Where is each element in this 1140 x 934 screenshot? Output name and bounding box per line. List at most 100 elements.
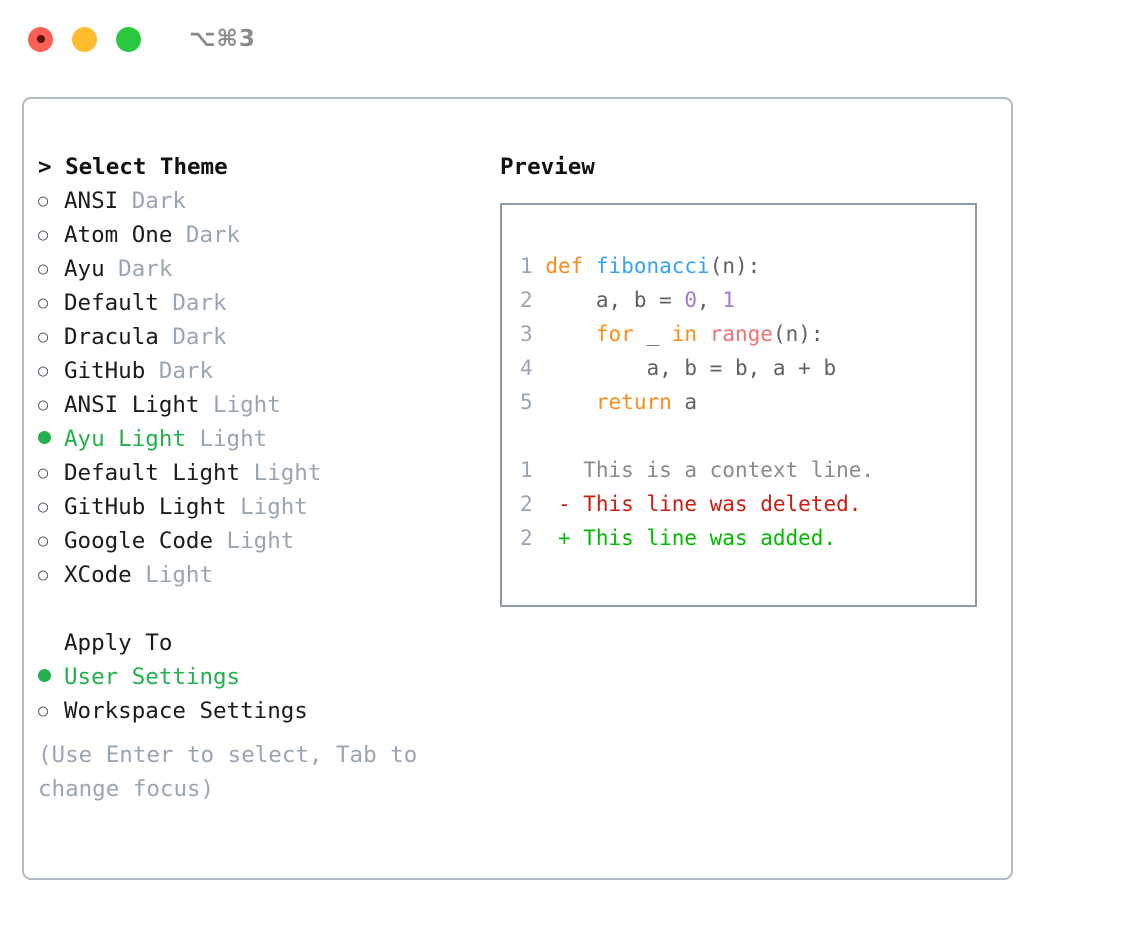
theme-item-kind: Dark — [118, 188, 186, 214]
radio-dot — [38, 669, 51, 682]
theme-selector-panel: > Select Theme ○ANSI Dark○Atom One Dark○… — [22, 97, 1013, 880]
theme-list-item[interactable]: Ayu Light Light — [38, 422, 488, 456]
code-token-plain: (n): — [709, 254, 761, 278]
radio-dot — [38, 431, 51, 444]
code-token-plain — [545, 390, 596, 414]
radio-circle: ○ — [38, 565, 49, 585]
apply-to-item[interactable]: User Settings — [38, 660, 488, 694]
theme-list-item[interactable]: ○Ayu Dark — [38, 252, 488, 286]
radio-circle: ○ — [38, 701, 49, 721]
apply-to-item[interactable]: ○ Workspace Settings — [38, 694, 488, 728]
code-token-plain: (n): — [772, 322, 824, 346]
code-token-plain: a — [671, 390, 698, 414]
theme-list-item[interactable]: ○ Default Light Light — [38, 456, 488, 490]
code-line-number: 2 — [520, 288, 533, 312]
radio-circle: ○ — [38, 225, 49, 245]
theme-item-kind: Light — [131, 562, 214, 588]
radio-empty-icon: ○ — [38, 490, 64, 526]
radio-circle: ○ — [38, 293, 49, 313]
radio-empty-icon: ○ — [38, 456, 64, 492]
theme-item-kind: Light — [199, 392, 281, 418]
radio-empty-icon: ○ — [38, 218, 64, 254]
theme-item-label: Atom One — [64, 222, 173, 248]
theme-list-item[interactable]: ○ GitHub Dark — [38, 354, 488, 388]
diff-line-text: + This line was added. — [532, 526, 837, 550]
radio-empty-icon: ○ — [38, 320, 64, 356]
preview-column: Preview 1 def fibonacci(n):2 a, b = 0, 1… — [500, 150, 1000, 607]
radio-circle: ○ — [38, 463, 49, 483]
theme-list-item[interactable]: ○ANSI Dark — [38, 184, 488, 218]
code-gutter-gap — [533, 288, 546, 312]
theme-item-kind: Light — [240, 460, 322, 486]
code-gutter-gap — [533, 390, 546, 414]
diff-line-text: - This line was deleted. — [532, 492, 862, 516]
theme-list: ○ANSI Dark○Atom One Dark○Ayu Dark○Defaul… — [38, 184, 488, 592]
code-token-plain — [697, 322, 710, 346]
theme-item-kind: Dark — [145, 358, 214, 384]
theme-list-item[interactable]: ○Dracula Dark — [38, 320, 488, 354]
theme-list-item[interactable]: ○ Google Code Light — [38, 524, 488, 558]
preview-title: Preview — [500, 154, 595, 180]
code-line-number: 1 — [520, 254, 533, 278]
radio-circle: ○ — [38, 327, 49, 347]
apply-to-list: User Settings ○ Workspace Settings — [38, 660, 488, 728]
theme-list-column: > Select Theme ○ANSI Dark○Atom One Dark○… — [38, 150, 488, 806]
keyboard-shortcut-label: ⌥⌘3 — [189, 26, 256, 52]
radio-empty-icon: ○ — [38, 558, 64, 594]
radio-empty-icon: ○ — [38, 252, 64, 288]
radio-circle: ○ — [38, 361, 49, 381]
radio-empty-icon: ○ — [38, 694, 64, 730]
theme-list-item[interactable]: ○ Default Dark — [38, 286, 488, 320]
theme-item-label: Ayu — [64, 256, 105, 282]
theme-item-kind: Light — [213, 528, 295, 554]
recording-indicator-dot — [36, 35, 45, 43]
theme-item-label: Dracula — [64, 324, 159, 350]
theme-item-label: XCode — [64, 562, 132, 588]
apply-to-item-label: Workspace Settings — [64, 698, 308, 724]
code-token-plain — [583, 254, 596, 278]
radio-empty-icon: ○ — [38, 524, 64, 560]
radio-selected-icon — [38, 422, 64, 456]
code-diff-separator — [520, 419, 975, 453]
theme-item-label: Google Code — [64, 528, 214, 554]
apply-to-item-label: User Settings — [64, 664, 241, 690]
code-token-kw: return — [595, 390, 672, 414]
minimize-button[interactable] — [72, 26, 97, 52]
theme-list-item[interactable]: ○ XCode Light — [38, 558, 488, 592]
theme-item-label: Default — [64, 290, 159, 316]
radio-empty-icon: ○ — [38, 286, 64, 322]
diff-line-number: 2 — [520, 492, 533, 516]
theme-list-item[interactable]: ○ Atom One Dark — [38, 218, 488, 252]
code-line: 4 a, b = b, a + b — [520, 351, 975, 385]
radio-circle: ○ — [38, 497, 49, 517]
list-spacer — [38, 592, 488, 626]
theme-item-label: Default Light — [64, 460, 241, 486]
radio-circle: ○ — [38, 531, 49, 551]
code-line: 2 a, b = 0, 1 — [520, 283, 975, 317]
code-gutter-gap — [533, 356, 546, 380]
code-token-plain: _ — [633, 322, 672, 346]
diff-sample: 1 This is a context line.2 - This line w… — [520, 453, 975, 555]
theme-list-item[interactable]: ○GitHub Light Light — [38, 490, 488, 524]
close-button[interactable] — [28, 26, 53, 52]
code-token-builtin: range — [709, 322, 773, 346]
code-token-plain: a, b = b, a + b — [545, 356, 837, 380]
code-token-kw: def — [545, 254, 584, 278]
radio-empty-icon: ○ — [38, 388, 64, 424]
code-gutter-gap — [533, 254, 546, 278]
radio-circle: ○ — [38, 259, 49, 279]
maximize-button[interactable] — [116, 26, 141, 52]
theme-item-kind: Light — [226, 494, 308, 520]
radio-selected-icon — [38, 660, 64, 694]
theme-item-kind: Dark — [172, 222, 241, 248]
code-token-num: 0 — [684, 288, 698, 312]
theme-item-kind: Dark — [158, 290, 227, 316]
theme-item-label: GitHub — [64, 358, 146, 384]
code-line-number: 3 — [520, 322, 533, 346]
diff-line: 2 + This line was added. — [520, 521, 975, 555]
theme-list-item[interactable]: ○ANSI Light Light — [38, 388, 488, 422]
code-token-plain: a, b = — [545, 288, 685, 312]
theme-item-label: ANSI — [64, 188, 119, 214]
